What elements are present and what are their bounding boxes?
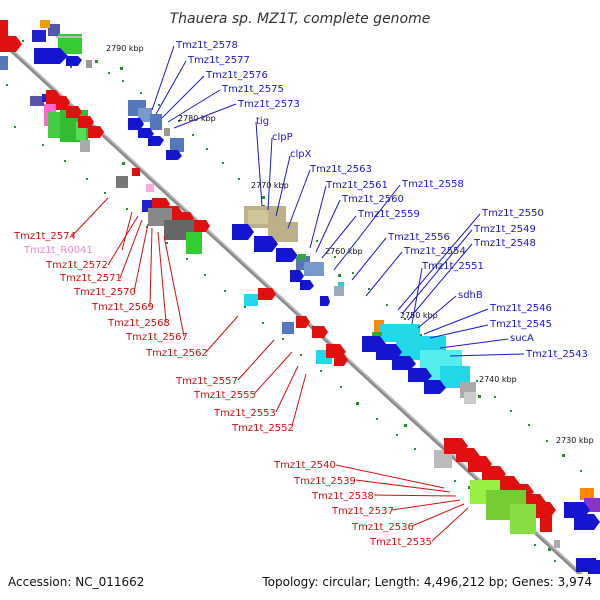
gene-label-tig: tig: [256, 116, 269, 127]
gene-label-tmz1t-2554: Tmz1t_2554: [403, 246, 466, 257]
gene-label-tmz1t-2556: Tmz1t_2556: [387, 232, 450, 243]
footer-accession: Accession: NC_011662: [8, 575, 144, 589]
gene-label-tmz1t-2561: Tmz1t_2561: [325, 180, 388, 191]
gene-label-tmz1t-2535: Tmz1t_2535: [369, 537, 432, 548]
gene-label-tmz1t-2536: Tmz1t_2536: [351, 522, 414, 533]
scale-label-2750: 2750 kbp: [400, 311, 438, 320]
scale-label-2760: 2760 kbp: [325, 247, 363, 256]
scale-label-2790: 2790 kbp: [106, 44, 144, 53]
gene-label-tmz1t-2551: Tmz1t_2551: [421, 261, 484, 272]
gene-label-tmz1t-2559: Tmz1t_2559: [357, 209, 420, 220]
gene-label-tmz1t-2568: Tmz1t_2568: [107, 318, 170, 329]
gene-label-tmz1t-2571: Tmz1t_2571: [59, 273, 122, 284]
gene-label-tmz1t-r0041: Tmz1t_R0041: [23, 245, 93, 256]
gene-label-clpx: clpX: [290, 149, 312, 160]
gene-label-tmz1t-2537: Tmz1t_2537: [331, 506, 394, 517]
gene-label-tmz1t-2570: Tmz1t_2570: [73, 287, 136, 298]
gene-label-tmz1t-2567: Tmz1t_2567: [125, 332, 188, 343]
gene-label-tmz1t-2546: Tmz1t_2546: [489, 303, 552, 314]
gene-label-tmz1t-2538: Tmz1t_2538: [311, 491, 374, 502]
scale-label-2730: 2730 kbp: [556, 436, 594, 445]
gene-label-tmz1t-2543: Tmz1t_2543: [525, 349, 588, 360]
gene-label-tmz1t-2552: Tmz1t_2552: [231, 423, 294, 434]
scale-label-2780: 2780 kbp: [178, 114, 216, 123]
gene-label-sdhb: sdhB: [458, 290, 483, 301]
gene-label-tmz1t-2572: Tmz1t_2572: [45, 260, 108, 271]
gene-label-tmz1t-2576: Tmz1t_2576: [205, 70, 268, 81]
gene-label-tmz1t-2548: Tmz1t_2548: [473, 238, 536, 249]
gene-label-tmz1t-2560: Tmz1t_2560: [341, 194, 404, 205]
gene-label-tmz1t-2558: Tmz1t_2558: [401, 179, 464, 190]
map-title: Thauera sp. MZ1T, complete genome: [170, 11, 431, 27]
gene-label-tmz1t-2577: Tmz1t_2577: [187, 55, 250, 66]
blue-labels: Tmz1t_2578 Tmz1t_2577 Tmz1t_2576 Tmz1t_2…: [175, 40, 588, 360]
gene-label-tmz1t-2549: Tmz1t_2549: [473, 224, 536, 235]
gene-label-tmz1t-2557: Tmz1t_2557: [175, 376, 238, 387]
gene-label-tmz1t-2569: Tmz1t_2569: [91, 302, 154, 313]
gene-label-tmz1t-2562: Tmz1t_2562: [145, 348, 208, 359]
features-upper: [0, 20, 600, 590]
gene-label-tmz1t-2574: Tmz1t_2574: [13, 231, 76, 242]
footer-background: [0, 574, 600, 600]
gene-label-tmz1t-2573: Tmz1t_2573: [237, 99, 300, 110]
gene-label-tmz1t-2553: Tmz1t_2553: [213, 408, 276, 419]
features-lower: [0, 56, 600, 590]
gene-label-tmz1t-2539: Tmz1t_2539: [293, 476, 356, 487]
gene-label-tmz1t-2575: Tmz1t_2575: [221, 84, 284, 95]
blue-leader-lines: [151, 45, 525, 357]
gene-label-tmz1t-2578: Tmz1t_2578: [175, 40, 238, 51]
red-leader-lines: [71, 197, 469, 542]
scale-label-2740: 2740 kbp: [479, 375, 517, 384]
red-labels: Tmz1t_2574 Tmz1t_R0041 Tmz1t_2572 Tmz1t_…: [13, 231, 432, 548]
gene-label-tmz1t-2550: Tmz1t_2550: [481, 208, 544, 219]
gene-label-suca: sucA: [510, 333, 534, 344]
gene-label-tmz1t-2555: Tmz1t_2555: [193, 390, 256, 401]
gene-label-clpp: clpP: [272, 132, 293, 143]
gene-label-tmz1t-2545: Tmz1t_2545: [489, 319, 552, 330]
gene-label-tmz1t-2540: Tmz1t_2540: [273, 460, 336, 471]
gene-label-tmz1t-2563: Tmz1t_2563: [309, 164, 372, 175]
footer-summary: Topology: circular; Length: 4,496,212 bp…: [261, 575, 592, 589]
